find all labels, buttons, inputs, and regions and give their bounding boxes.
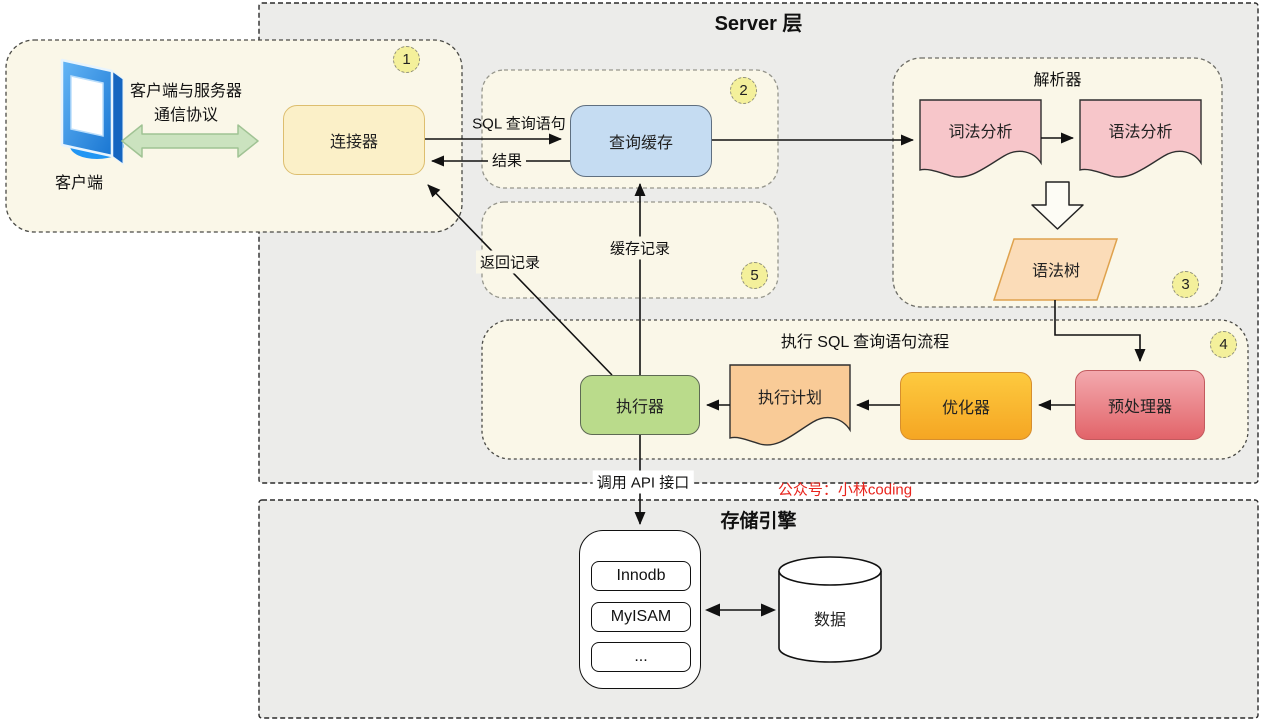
data-cylinder-shape (778, 556, 882, 663)
flow-arrows (425, 132, 1146, 611)
edge-label-call-api: 调用 API 接口 (592, 470, 694, 494)
data-cylinder-label: 数据 (813, 612, 846, 629)
exec-flow-title: 执行 SQL 查询语句流程 (780, 334, 950, 351)
edge-label-return-records: 返回记录 (475, 250, 545, 274)
edge-label-cache-records: 缓存记录 (605, 236, 675, 260)
storage-engines-container: Innodb MyISAM ... (579, 530, 701, 689)
executor-node: 执行器 (580, 375, 700, 435)
storage-data-arrowhead-left (705, 603, 720, 617)
preprocessor-node: 预处理器 (1075, 370, 1205, 440)
optimizer-node: 优化器 (900, 372, 1032, 440)
storage-layer-title: 存储引擎 (720, 511, 797, 532)
step-badge-2: 2 (730, 77, 757, 104)
protocol-double-arrow (121, 124, 259, 158)
client-computer-icon (60, 58, 124, 165)
storage-layer-region (258, 499, 1259, 719)
edge-label-result: 结果 (487, 148, 527, 172)
query-cache-node: 查询缓存 (570, 105, 712, 177)
arrow-tree-to-preprocessor (1054, 300, 1146, 362)
client-label: 客户端 (54, 175, 103, 192)
connector-node: 连接器 (283, 105, 425, 175)
syntax-analysis-shape (1079, 99, 1202, 178)
step-badge-5: 5 (741, 262, 768, 289)
arrow-executor-to-connector (427, 184, 613, 376)
syntax-analysis-label: 语法分析 (1108, 124, 1173, 141)
engine-item-other: ... (591, 642, 691, 672)
parser-down-arrow-icon (1031, 181, 1084, 230)
exec-plan-shape (729, 364, 851, 446)
lexical-analysis-label: 词法分析 (948, 124, 1013, 141)
engine-item-innodb: Innodb (591, 561, 691, 591)
exec-plan-label: 执行计划 (757, 390, 822, 407)
edge-label-sql-query: SQL 查询语句 (472, 115, 566, 133)
protocol-text-line2: 通信协议 (153, 107, 218, 124)
preprocessor-node-label: 预处理器 (1107, 399, 1172, 416)
engine-item-myisam: MyISAM (591, 602, 691, 632)
protocol-text: 客户端与服务器 通信协议 (111, 80, 261, 128)
step-badge-4: 4 (1210, 331, 1237, 358)
parser-title: 解析器 (1033, 72, 1082, 89)
step-badge-3: 3 (1172, 271, 1199, 298)
executor-node-label: 执行器 (615, 399, 664, 416)
syntax-tree-shape (992, 238, 1119, 301)
optimizer-node-label: 优化器 (941, 400, 990, 417)
connector-node-label: 连接器 (329, 134, 378, 151)
lexical-analysis-shape (919, 99, 1042, 178)
protocol-text-line1: 客户端与服务器 (129, 83, 242, 100)
server-layer-title: Server 层 (714, 13, 803, 35)
query-cache-node-label: 查询缓存 (608, 135, 673, 152)
syntax-tree-label: 语法树 (1031, 263, 1080, 280)
storage-data-arrowhead-right (761, 603, 776, 617)
watermark-text: 公众号：小林coding (777, 481, 913, 499)
step-badge-1: 1 (393, 46, 420, 73)
